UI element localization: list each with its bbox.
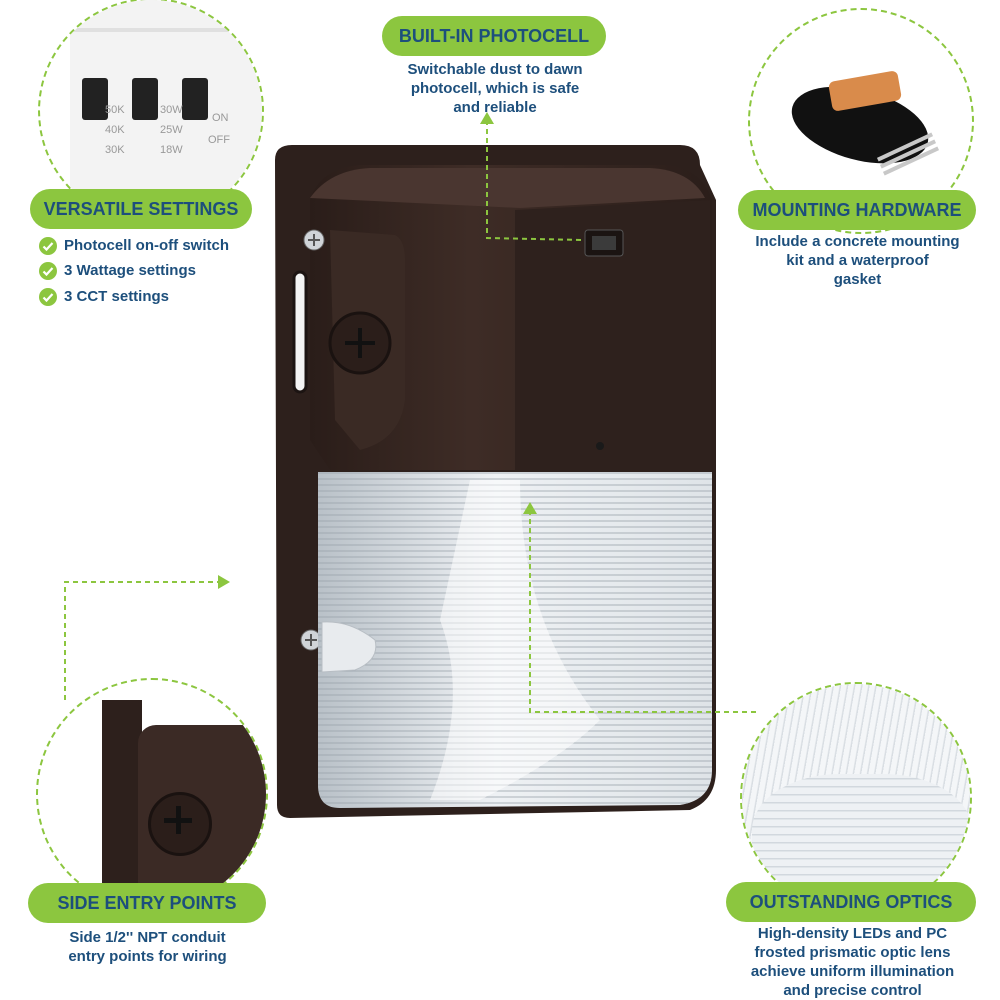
outstanding-optics-title: OUTSTANDING OPTICS: [726, 882, 976, 922]
versatile-item: Photocell on-off switch: [64, 237, 229, 254]
arrow-head-icon: [480, 112, 494, 124]
side-entry-closeup-image: [36, 678, 268, 910]
side-entry-desc: Side 1/2'' NPT conduit entry points for …: [68, 929, 227, 965]
optic-lens-closeup-image: [740, 682, 972, 914]
photocell-title: BUILT-IN PHOTOCELL: [382, 16, 606, 56]
cct-label: 40K: [105, 124, 125, 136]
arrow-head-icon: [218, 575, 230, 589]
watt-label: 18W: [160, 144, 183, 156]
side-entry-title: SIDE ENTRY POINTS: [28, 883, 266, 923]
check-circle-icon: [39, 262, 57, 280]
photocell-desc: Switchable dust to dawn photocell, which…: [407, 61, 583, 116]
watt-label: 30W: [160, 104, 183, 116]
power-label: OFF: [208, 134, 230, 146]
mounting-desc: Include a concrete mounting kit and a wa…: [755, 233, 960, 288]
check-circle-icon: [39, 237, 57, 255]
switch-closeup-image: 50K 40K 30K 30W 25W 18W ON OFF: [38, 0, 264, 224]
mounting-hardware-title: MOUNTING HARDWARE: [738, 190, 976, 230]
versatile-item: 3 Wattage settings: [64, 262, 196, 279]
check-circle-icon: [39, 288, 57, 306]
optics-desc: High-density LEDs and PC frosted prismat…: [750, 925, 955, 999]
cct-label: 30K: [105, 144, 125, 156]
arrow-head-icon: [523, 502, 537, 514]
versatile-item: 3 CCT settings: [64, 288, 170, 305]
power-label: ON: [212, 112, 229, 124]
versatile-settings-title: VERSATILE SETTINGS: [30, 189, 252, 229]
watt-label: 25W: [160, 124, 183, 136]
cct-label: 50K: [105, 104, 125, 116]
